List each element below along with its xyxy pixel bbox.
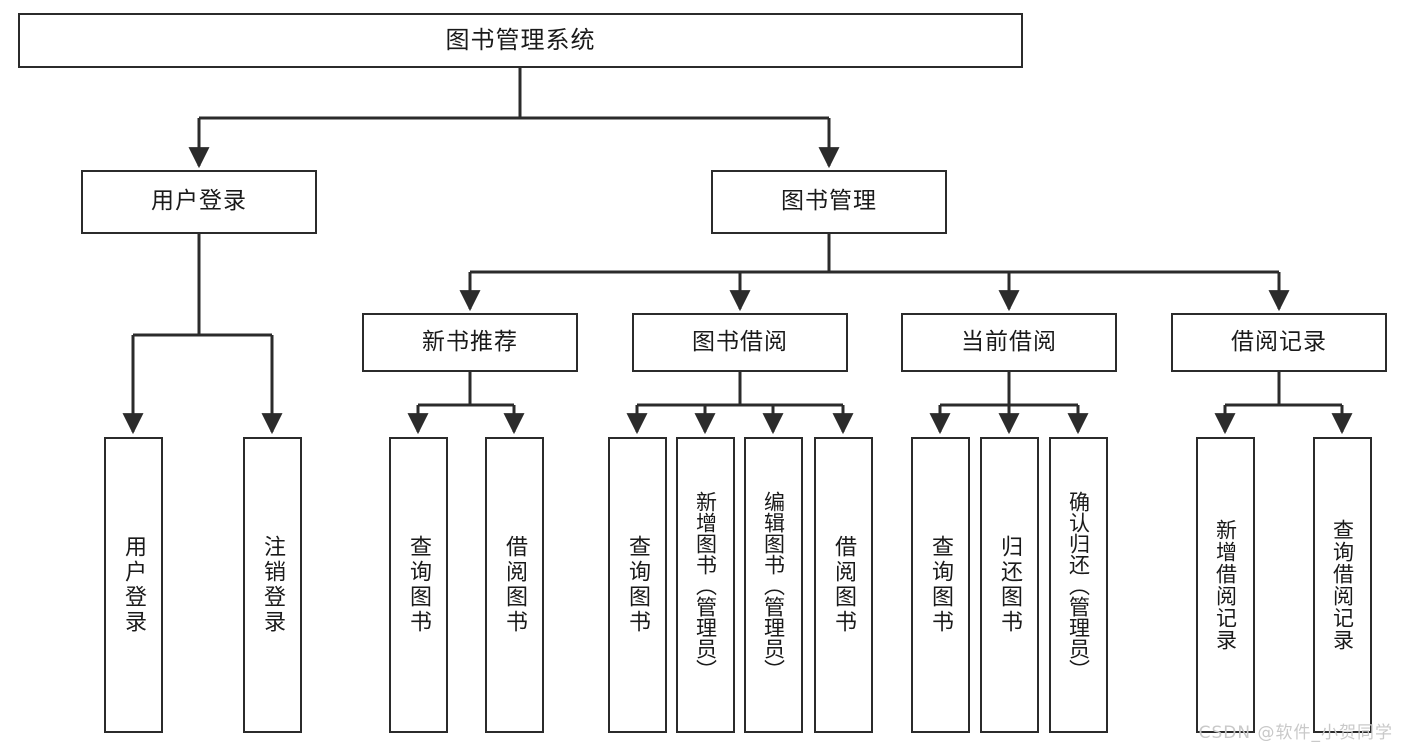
node-book-manage[interactable]: 图书管理	[711, 170, 947, 234]
node-borrow-record[interactable]: 借阅记录	[1171, 313, 1387, 372]
node-leaf-query-book-2-label: 查询图书	[625, 535, 651, 635]
node-leaf-confirm-return[interactable]: 确认归还（管理员）	[1049, 437, 1108, 733]
node-leaf-logout-label: 注销登录	[260, 535, 286, 635]
node-leaf-confirm-return-label: 确认归还（管理员）	[1066, 490, 1091, 680]
node-leaf-query-record[interactable]: 查询借阅记录	[1313, 437, 1372, 733]
node-leaf-user-login[interactable]: 用户登录	[104, 437, 163, 733]
node-leaf-return-book-label: 归还图书	[997, 535, 1023, 635]
node-new-book-recommend-label: 新书推荐	[422, 328, 518, 355]
watermark: CSDN @软件_小贺同学	[1198, 723, 1393, 743]
node-leaf-add-record-label: 新增借阅记录	[1213, 519, 1238, 651]
node-new-book-recommend[interactable]: 新书推荐	[362, 313, 578, 372]
node-leaf-edit-book[interactable]: 编辑图书（管理员）	[744, 437, 803, 733]
node-leaf-query-book-1[interactable]: 查询图书	[389, 437, 448, 733]
node-current-borrow-label: 当前借阅	[961, 328, 1057, 355]
node-leaf-borrow-book-1[interactable]: 借阅图书	[485, 437, 544, 733]
node-leaf-borrow-book-2-label: 借阅图书	[831, 535, 857, 635]
node-current-borrow[interactable]: 当前借阅	[901, 313, 1117, 372]
node-leaf-add-book[interactable]: 新增图书（管理员）	[676, 437, 735, 733]
node-leaf-query-record-label: 查询借阅记录	[1330, 519, 1355, 651]
node-leaf-return-book[interactable]: 归还图书	[980, 437, 1039, 733]
node-leaf-user-login-label: 用户登录	[121, 535, 147, 635]
node-root[interactable]: 图书管理系统	[18, 13, 1023, 68]
node-leaf-add-book-label: 新增图书（管理员）	[693, 490, 718, 680]
node-book-manage-label: 图书管理	[781, 188, 877, 215]
node-borrow-record-label: 借阅记录	[1231, 328, 1327, 355]
node-leaf-borrow-book-2[interactable]: 借阅图书	[814, 437, 873, 733]
node-book-borrow[interactable]: 图书借阅	[632, 313, 848, 372]
node-user-login[interactable]: 用户登录	[81, 170, 317, 234]
node-leaf-logout[interactable]: 注销登录	[243, 437, 302, 733]
node-leaf-query-book-3-label: 查询图书	[928, 535, 954, 635]
node-root-label: 图书管理系统	[445, 26, 596, 55]
node-leaf-edit-book-label: 编辑图书（管理员）	[761, 490, 786, 680]
node-leaf-borrow-book-1-label: 借阅图书	[502, 535, 528, 635]
node-leaf-query-book-2[interactable]: 查询图书	[608, 437, 667, 733]
node-leaf-query-book-3[interactable]: 查询图书	[911, 437, 970, 733]
node-user-login-label: 用户登录	[151, 188, 247, 215]
node-book-borrow-label: 图书借阅	[692, 328, 788, 355]
node-leaf-query-book-1-label: 查询图书	[406, 535, 432, 635]
node-leaf-add-record[interactable]: 新增借阅记录	[1196, 437, 1255, 733]
